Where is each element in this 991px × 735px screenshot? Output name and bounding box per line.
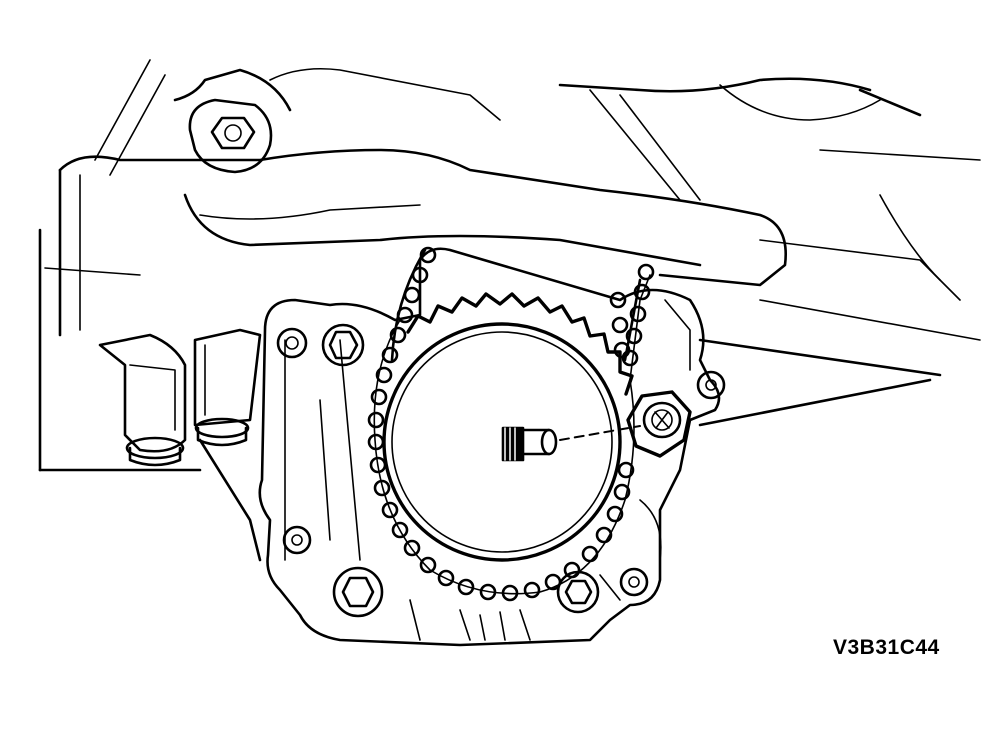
housing-bolt-upper (321, 323, 365, 367)
housing-bolt-right (556, 570, 600, 614)
threaded-shaft (501, 426, 558, 462)
figure-code: V3B31C44 (833, 636, 940, 659)
left-bracket (98, 328, 262, 562)
sprocket-teeth (406, 292, 634, 396)
engine-block-outline (38, 59, 981, 472)
housing-bolt-lower (332, 566, 384, 618)
oil-pump-housing (258, 247, 726, 647)
upper-housing-bolt (188, 98, 273, 174)
hex-nut (626, 390, 692, 458)
installation-line (559, 425, 641, 441)
timing-chain (367, 246, 655, 602)
